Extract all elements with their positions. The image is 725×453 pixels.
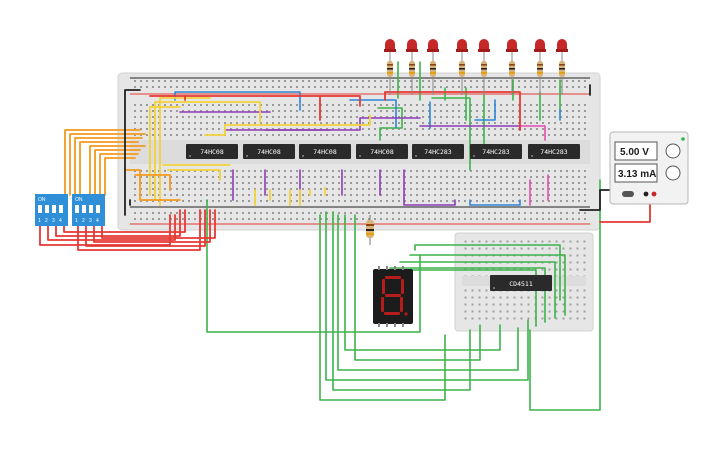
resistor[interactable] — [366, 215, 374, 245]
wire-layer[interactable] — [39, 61, 651, 411]
dip-switch-1[interactable]: ON 1 2 3 4 — [35, 194, 68, 226]
lower-terminal-strip — [130, 166, 590, 202]
ic-chip-74HC08[interactable]: 74HC08 — [356, 144, 408, 159]
led-icon[interactable] — [427, 39, 439, 95]
dip-switch-num: 4 — [59, 218, 62, 224]
ic-chip-label: 74HC08 — [200, 148, 224, 156]
power-supply[interactable]: 5.00 V 3.13 mA — [609, 131, 689, 205]
ic-chip-74HC08[interactable]: 74HC08 — [243, 144, 295, 159]
dip-switch-2[interactable]: ON 1 2 3 4 — [72, 194, 105, 226]
power-indicator-icon — [681, 137, 685, 141]
yellow-wires[interactable] — [149, 97, 371, 206]
led-icon[interactable] — [478, 39, 490, 95]
seven-segment-display[interactable] — [373, 266, 413, 327]
chips-layer: 74HC08 74HC08 74HC08 74HC08 74HC283 74HC283 74… — [186, 144, 580, 159]
ic-chip-label: 74HC08 — [313, 148, 337, 156]
led-icon[interactable] — [406, 39, 418, 95]
ic-chip-label: 74HC08 — [370, 148, 394, 156]
led-icon[interactable] — [384, 39, 396, 95]
current-readout: 3.13 mA — [618, 169, 656, 180]
ic-chip-label: 74HC283 — [482, 148, 509, 156]
dip-switch-num: 3 — [52, 218, 55, 224]
power-switch[interactable] — [622, 191, 634, 197]
dip-switch-num: 2 — [45, 218, 48, 224]
ic-chip-label: 74HC08 — [257, 148, 281, 156]
ic-chip-label: 74HC283 — [540, 148, 567, 156]
pink-wires[interactable] — [519, 125, 549, 206]
voltage-readout: 5.00 V — [620, 147, 649, 158]
decoder-chip-label: CD4511 — [509, 280, 533, 288]
ic-chip-74HC08[interactable]: 74HC08 — [186, 144, 238, 159]
current-knob-icon[interactable] — [665, 165, 681, 181]
ic-chip-74HC283[interactable]: 74HC283 — [528, 144, 580, 159]
ic-chip-74HC283[interactable]: 74HC283 — [412, 144, 464, 159]
ic-chip-74HC08[interactable]: 74HC08 — [299, 144, 351, 159]
negative-terminal-icon[interactable] — [643, 191, 649, 197]
led-icon[interactable] — [556, 39, 568, 95]
voltage-knob-icon[interactable] — [665, 143, 681, 159]
seven-segment-digit-8-icon — [381, 276, 408, 316]
led-icon[interactable] — [534, 39, 546, 95]
leds-layer — [384, 39, 568, 95]
led-icon[interactable] — [456, 39, 468, 95]
dip-switch-on-label: ON — [75, 197, 83, 203]
dip-switch-num: 3 — [89, 218, 92, 224]
bottom-power-rail — [130, 209, 590, 221]
ic-chip-74HC283[interactable]: 74HC283 — [470, 144, 522, 159]
ic-chip-label: 74HC283 — [424, 148, 451, 156]
top-power-rail — [130, 80, 590, 92]
dip-switch-num: 4 — [96, 218, 99, 224]
dip-switch-num: 1 — [75, 218, 78, 224]
red-wires[interactable] — [39, 91, 651, 251]
dip-switch-num: 2 — [82, 218, 85, 224]
positive-terminal-icon[interactable] — [651, 191, 657, 197]
decoder-chip[interactable]: CD4511 — [490, 275, 552, 291]
led-icon[interactable] — [506, 39, 518, 95]
dip-switch-on-label: ON — [38, 197, 46, 203]
dip-switch-num: 1 — [38, 218, 41, 224]
